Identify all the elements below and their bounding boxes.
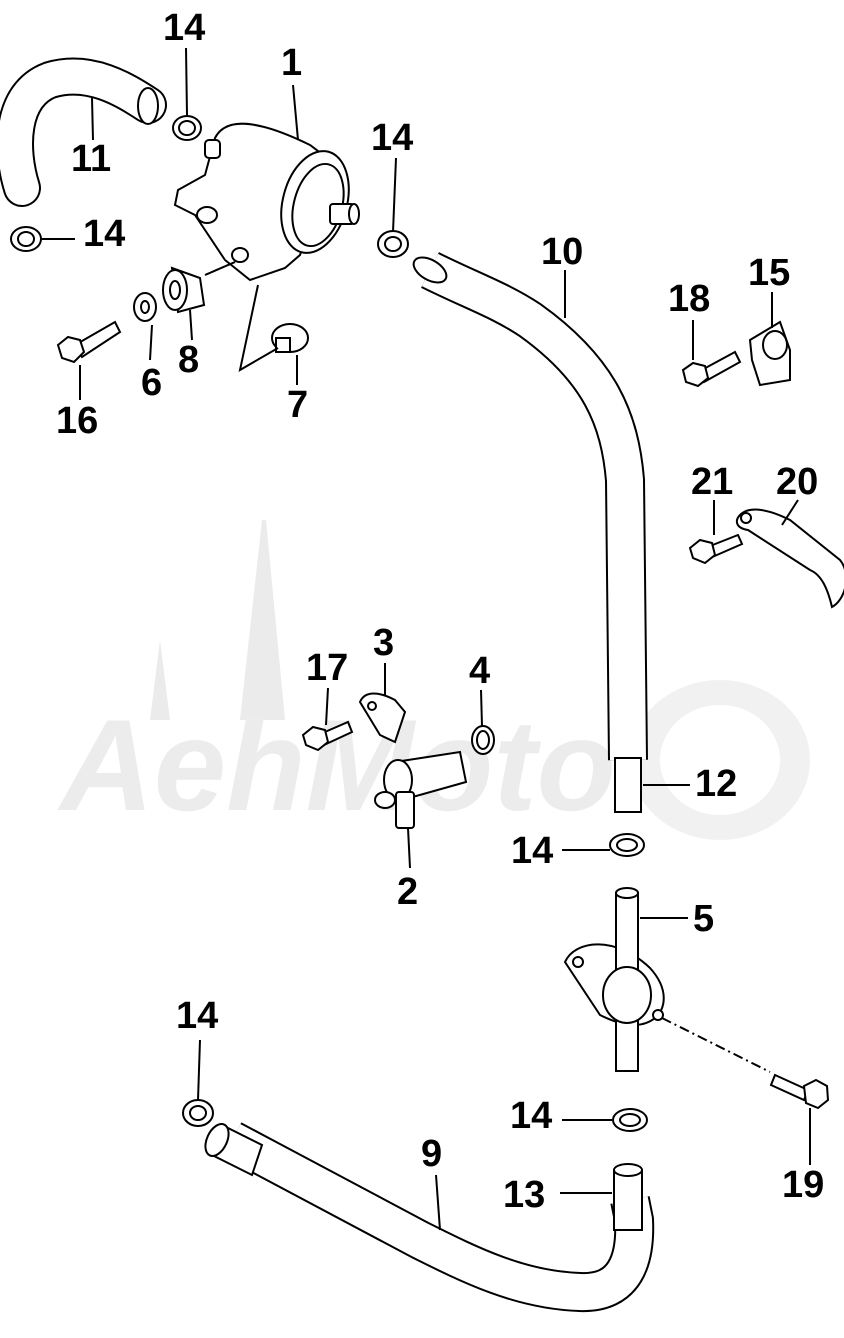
- clamp-14: [182, 1099, 214, 1127]
- callout-21: 21: [691, 461, 734, 503]
- watermark: AehMoto: [57, 520, 810, 840]
- callout-10: 10: [541, 231, 584, 273]
- callout-20: 20: [776, 461, 819, 503]
- grommet-7: [271, 323, 309, 353]
- callout-4: 4: [469, 650, 491, 692]
- callout-15: 15: [748, 252, 791, 294]
- callout-13: 13: [503, 1174, 546, 1216]
- washer-6: [133, 292, 157, 322]
- callout-1: 1: [281, 42, 303, 84]
- callout-3: 3: [373, 622, 395, 664]
- callout-16: 16: [56, 400, 99, 442]
- callout-14: 14: [83, 213, 126, 255]
- callout-17: 17: [306, 647, 349, 689]
- bolt-17: [301, 720, 354, 752]
- callout-8: 8: [178, 339, 200, 381]
- connector-12: [614, 757, 642, 813]
- hose-9: [204, 1122, 655, 1312]
- clamp-14: [172, 115, 202, 141]
- callout-9: 9: [421, 1133, 443, 1175]
- callout-11: 11: [71, 138, 112, 180]
- oring-4: [471, 725, 495, 755]
- clamp-14: [377, 230, 409, 258]
- bracket-20: [735, 508, 844, 609]
- clamp-14: [612, 1108, 648, 1132]
- plate-3: [358, 692, 407, 744]
- callout-14: 14: [176, 995, 219, 1037]
- callout-14: 14: [163, 7, 206, 49]
- clamp-14: [609, 833, 645, 857]
- callout-5: 5: [693, 898, 715, 940]
- canister-1: [173, 122, 360, 282]
- callout-18: 18: [668, 278, 711, 320]
- bolt-16: [56, 320, 122, 364]
- leader-lines: [40, 47, 811, 1231]
- callout-6: 6: [141, 362, 163, 404]
- collar-8: [162, 266, 206, 314]
- bolt-21: [688, 533, 744, 565]
- clamp-14: [10, 226, 42, 252]
- callout-14: 14: [371, 117, 414, 159]
- hose-10: [412, 252, 648, 761]
- callout-7: 7: [287, 384, 309, 426]
- bolt-19: [769, 1073, 830, 1110]
- callout-14: 14: [510, 1095, 553, 1137]
- clamp-15: [748, 320, 791, 387]
- bolt-18: [681, 350, 742, 388]
- callout-12: 12: [695, 763, 738, 805]
- valve-5: [563, 887, 665, 1072]
- callout-14: 14: [511, 830, 554, 872]
- watermark-text: AehMoto: [57, 692, 616, 838]
- callout-19: 19: [782, 1164, 825, 1206]
- connector-13: [613, 1163, 643, 1231]
- callout-2: 2: [397, 871, 419, 913]
- injector-2: [374, 750, 468, 829]
- hose-11: [0, 57, 167, 207]
